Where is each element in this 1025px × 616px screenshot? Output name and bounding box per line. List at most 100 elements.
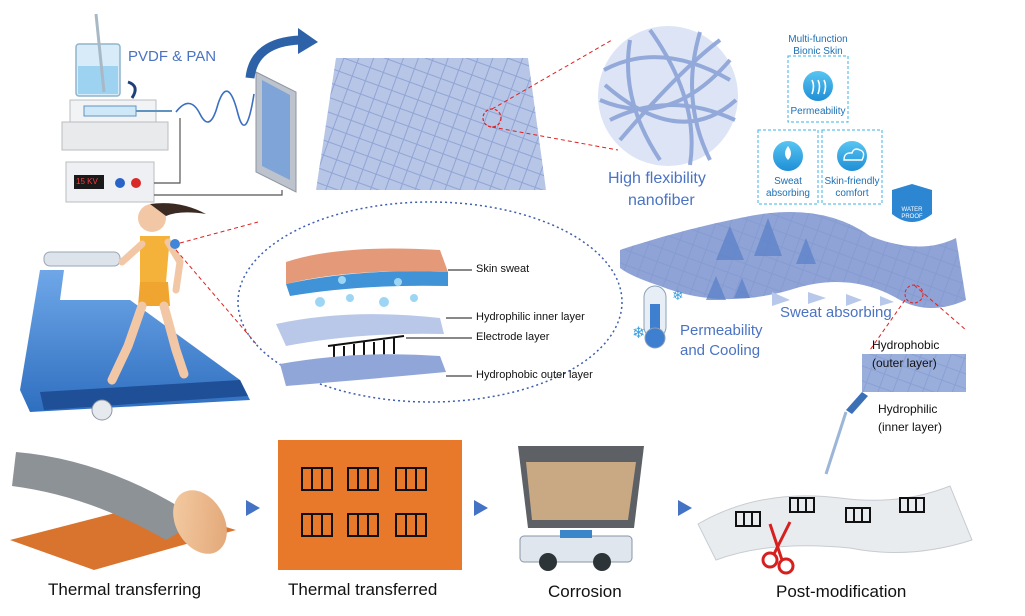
layer-structure: [237, 201, 623, 403]
runner-leg-front: [159, 301, 189, 379]
bionic-skin-label: Bionic Skin: [793, 46, 843, 57]
vapor-arrows: [706, 218, 816, 300]
roller: [173, 490, 227, 554]
process-step-4: [697, 392, 973, 575]
modified-fabric: [697, 485, 973, 561]
runner-arm: [164, 238, 184, 294]
svg-text:❄: ❄: [672, 288, 684, 304]
beaker-liquid: [78, 66, 118, 94]
voltage-display: [74, 175, 104, 189]
multifunction-panel: [757, 55, 932, 222]
skin-sweat-label: Skin sweat: [476, 263, 530, 275]
process-step-3: [518, 446, 644, 571]
multi-function-label: Multi-function: [788, 34, 848, 45]
transfer-film: [12, 452, 200, 540]
thermometer-icon: ❄ ❄: [632, 285, 684, 349]
electrospinning-setup: [61, 13, 318, 203]
pipette-tip: [824, 411, 848, 475]
hydrophobic-label: Hydrophobic: [872, 338, 940, 352]
electrode-pattern: [327, 335, 405, 362]
hot-plate: [519, 535, 633, 563]
permeability-box: [787, 55, 849, 123]
runner-treadmill: [20, 203, 259, 421]
voltage-readout: 15 KV: [76, 177, 98, 186]
hydrophobic-layer: [280, 354, 446, 386]
scissors-icon: [761, 521, 795, 575]
fabric-electrodes: [735, 497, 925, 527]
permeability-cooling-label: Permeability: [680, 322, 763, 339]
and-cooling-label: and Cooling: [680, 342, 761, 359]
fabric-zoom-line-1: [913, 284, 967, 331]
zoom-ellipse: [237, 201, 623, 403]
waterproof-badge: [892, 184, 932, 222]
step-label-3: Corrosion: [548, 582, 622, 601]
hydrophobic-outer-label: Hydrophobic outer layer: [476, 369, 593, 381]
cloud-icon: [837, 141, 867, 171]
ground-wire: [154, 190, 283, 196]
electrode-layer-label: Electrode layer: [476, 331, 550, 343]
sensor-zoom-line-2: [175, 249, 259, 347]
proof-label: PROOF: [901, 214, 923, 220]
treadmill-roller: [91, 399, 113, 421]
permeability-icon: [803, 71, 833, 101]
skin-layer: [286, 248, 448, 284]
water-label: WATER: [901, 207, 923, 213]
printed-electrodes: [301, 467, 427, 537]
hydrophilic-label: Hydrophilic: [878, 402, 938, 416]
wire: [154, 118, 181, 184]
jet-whip: [175, 90, 255, 127]
runner-shorts: [138, 282, 170, 306]
zoom-line-top: [491, 39, 613, 110]
treadmill-belt: [40, 380, 248, 410]
power-knob-red: [131, 178, 141, 188]
stir-rod: [94, 13, 106, 93]
sweat-layer: [286, 271, 448, 296]
process-step-2: [278, 440, 462, 570]
wearable-sensor: [170, 239, 180, 249]
process-arrow-3: [678, 500, 692, 516]
inner-layer-label: (inner layer): [878, 420, 943, 434]
treadmill-frame: [20, 270, 250, 412]
nanofiber-label: nanofiber: [628, 192, 695, 209]
step-label-1: Thermal transferring: [48, 580, 202, 599]
collector-fiber: [262, 80, 290, 180]
absorbing-label: absorbing: [766, 188, 810, 199]
etchant: [526, 462, 636, 520]
mat-texture: [316, 58, 546, 190]
wavy-fabric: [620, 212, 967, 392]
runner-top: [140, 236, 170, 282]
transfer-arrowhead: [298, 28, 318, 54]
zoom-line-bottom: [491, 126, 619, 151]
hydrophilic-layer: [276, 314, 444, 346]
high-flex-label: High flexibility: [608, 170, 706, 187]
skin-friendly-label: Skin-friendly: [824, 176, 880, 187]
syringe: [83, 105, 137, 117]
comfort-label: comfort: [835, 188, 869, 199]
process-arrow-2: [474, 500, 488, 516]
sensor-zoom-line-1: [179, 221, 259, 244]
process-arrow-1: [246, 500, 260, 516]
sweat-droplets: [315, 276, 418, 307]
runner-head: [138, 204, 166, 232]
process-step-1: [10, 452, 236, 570]
hotplate-knob-2: [593, 553, 611, 571]
sweat-absorbing-label: Sweat absorbing: [780, 304, 892, 321]
fabric-zoom-line-2: [869, 299, 906, 351]
runner-leg-back: [107, 301, 147, 385]
fiber-strands: [599, 28, 738, 166]
runner-hair: [150, 203, 206, 216]
step-label-4: Post-modification: [776, 582, 907, 601]
sweat-box: [757, 129, 819, 205]
hotplate-knob-1: [539, 553, 557, 571]
hotplate-display: [560, 530, 592, 538]
sweat-label: Sweat: [774, 176, 802, 187]
outer-layer-label: (outer layer): [872, 356, 937, 370]
absorb-arrows: [772, 292, 894, 306]
hydrophilic-inner-label: Hydrophilic inner layer: [476, 311, 585, 323]
pour-arrow: [127, 80, 137, 99]
comfort-box: [821, 129, 883, 205]
permeability-icon-label: Permeability: [790, 106, 846, 117]
fiber-zoom: [598, 26, 738, 166]
transfer-arrow: [245, 35, 301, 79]
